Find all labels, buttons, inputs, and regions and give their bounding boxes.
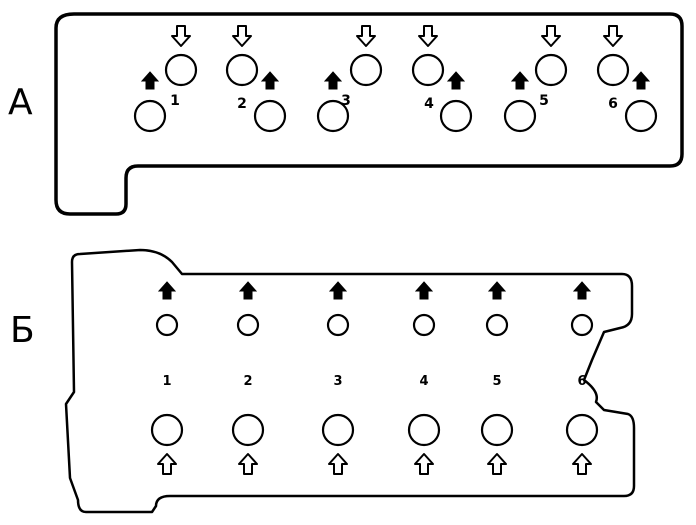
- panel-b-upper-port-3: [326, 313, 350, 337]
- panel-a-cylinder-number-6: 6: [608, 96, 618, 112]
- panel-b-upper-port-1: [155, 313, 179, 337]
- panel-a-cylinder-number-3: 3: [341, 93, 351, 109]
- panel-a-upper-port-6: [596, 53, 630, 87]
- panel-a-lower-port-1: [133, 99, 167, 133]
- panel-b-cylinder-number-4: 4: [419, 374, 428, 389]
- panel-a-intake-arrow-4: [418, 25, 438, 47]
- panel-b-intake-arrow-2: [238, 453, 258, 475]
- panel-b-intake-arrow-6: [572, 453, 592, 475]
- panel-a-exhaust-arrow-1: [140, 71, 160, 90]
- panel-b-lower-port-4: [407, 413, 441, 447]
- panel-b-exhaust-arrow-5: [487, 281, 507, 300]
- panel-a-intake-arrow-2: [232, 25, 252, 47]
- panel-a-cylinders: 1 2 3 4 5 6: [133, 25, 658, 133]
- panel-b-intake-arrow-5: [487, 453, 507, 475]
- panel-a-lower-port-6: [624, 99, 658, 133]
- panel-b-upper-port-5: [485, 313, 509, 337]
- panel-a-intake-arrow-6: [603, 25, 623, 47]
- panel-b-lower-port-1: [150, 413, 184, 447]
- panel-b-exhaust-arrow-1: [157, 281, 177, 300]
- panel-a-exhaust-arrow-6: [631, 71, 651, 90]
- panel-b-exhaust-arrow-2: [238, 281, 258, 300]
- panel-b-exhaust-arrow-6: [572, 281, 592, 300]
- panel-b-exhaust-arrow-4: [414, 281, 434, 300]
- panel-b-lower-port-5: [480, 413, 514, 447]
- panel-a-exhaust-arrow-3: [323, 71, 343, 90]
- panel-b-cylinders: 1 2 3 4 5 6: [150, 281, 599, 475]
- panel-a-upper-port-4: [411, 53, 445, 87]
- panel-a-lower-port-3: [316, 99, 350, 133]
- panel-b-intake-arrow-3: [328, 453, 348, 475]
- panel-b-intake-arrow-1: [157, 453, 177, 475]
- panel-a-lower-port-4: [439, 99, 473, 133]
- panel-a-lower-port-2: [253, 99, 287, 133]
- panel-b-lower-port-3: [321, 413, 355, 447]
- panel-a-label: А: [8, 82, 33, 123]
- panel-a-outline: [54, 12, 684, 216]
- panel-a-exhaust-arrow-4: [446, 71, 466, 90]
- panel-b-upper-port-2: [236, 313, 260, 337]
- panel-a-intake-arrow-5: [541, 25, 561, 47]
- panel-a-upper-port-3: [349, 53, 383, 87]
- panel-b-cylinder-number-5: 5: [492, 374, 501, 389]
- panel-b-outline: [64, 248, 636, 514]
- panel-b-cylinder-number-3: 3: [333, 374, 342, 389]
- panel-a-lower-port-5: [503, 99, 537, 133]
- panel-a-intake-arrow-3: [356, 25, 376, 47]
- panel-a-cylinder-number-2: 2: [237, 96, 247, 112]
- panel-b-cylinder-number-1: 1: [162, 374, 171, 389]
- panel-a-exhaust-arrow-2: [260, 71, 280, 90]
- panel-b-lower-port-6: [565, 413, 599, 447]
- panel-b-cylinder-number-6: 6: [577, 374, 586, 389]
- panel-b-label: Б: [10, 310, 35, 351]
- panel-a-upper-port-1: [164, 53, 198, 87]
- panel-a-upper-port-2: [225, 53, 259, 87]
- panel-b-intake-arrow-4: [414, 453, 434, 475]
- panel-a-intake-arrow-1: [171, 25, 191, 47]
- panel-a-cylinder-number-5: 5: [539, 93, 549, 109]
- panel-a-cylinder-number-1: 1: [170, 93, 180, 109]
- panel-a-exhaust-arrow-5: [510, 71, 530, 90]
- panel-b-upper-port-4: [412, 313, 436, 337]
- panel-b-cylinder-number-2: 2: [243, 374, 252, 389]
- panel-a-cylinder-number-4: 4: [424, 96, 434, 112]
- panel-b-exhaust-arrow-3: [328, 281, 348, 300]
- panel-b-lower-port-2: [231, 413, 265, 447]
- panel-b-upper-port-6: [570, 313, 594, 337]
- panel-a-upper-port-5: [534, 53, 568, 87]
